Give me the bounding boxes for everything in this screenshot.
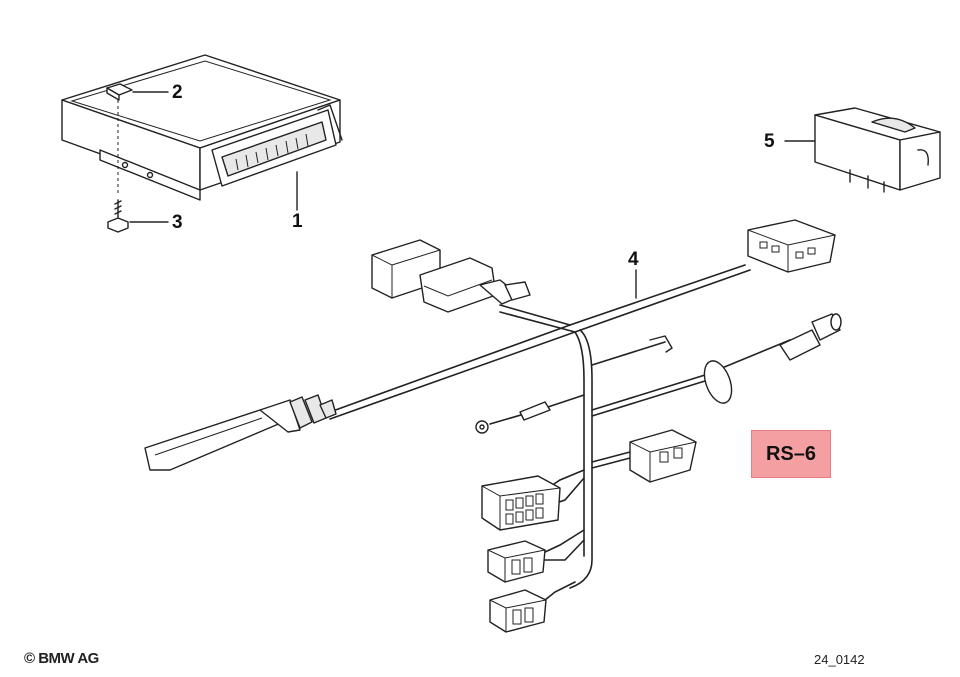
part-label-3: 3	[172, 212, 183, 233]
control-unit-icon	[61, 54, 343, 201]
part-label-2: 2	[172, 82, 183, 103]
wiring-harness-icon	[144, 219, 842, 633]
copyright-text: © BMW AG	[24, 650, 99, 667]
screw-icon	[107, 199, 169, 233]
diagram-badge: RS–6	[751, 430, 831, 478]
part-label-1: 1	[292, 211, 303, 232]
switch-icon	[784, 107, 941, 193]
part-label-5: 5	[764, 131, 775, 152]
clip-icon	[106, 83, 169, 195]
drawing-code: 24_0142	[814, 652, 865, 667]
part-label-4: 4	[628, 249, 639, 270]
